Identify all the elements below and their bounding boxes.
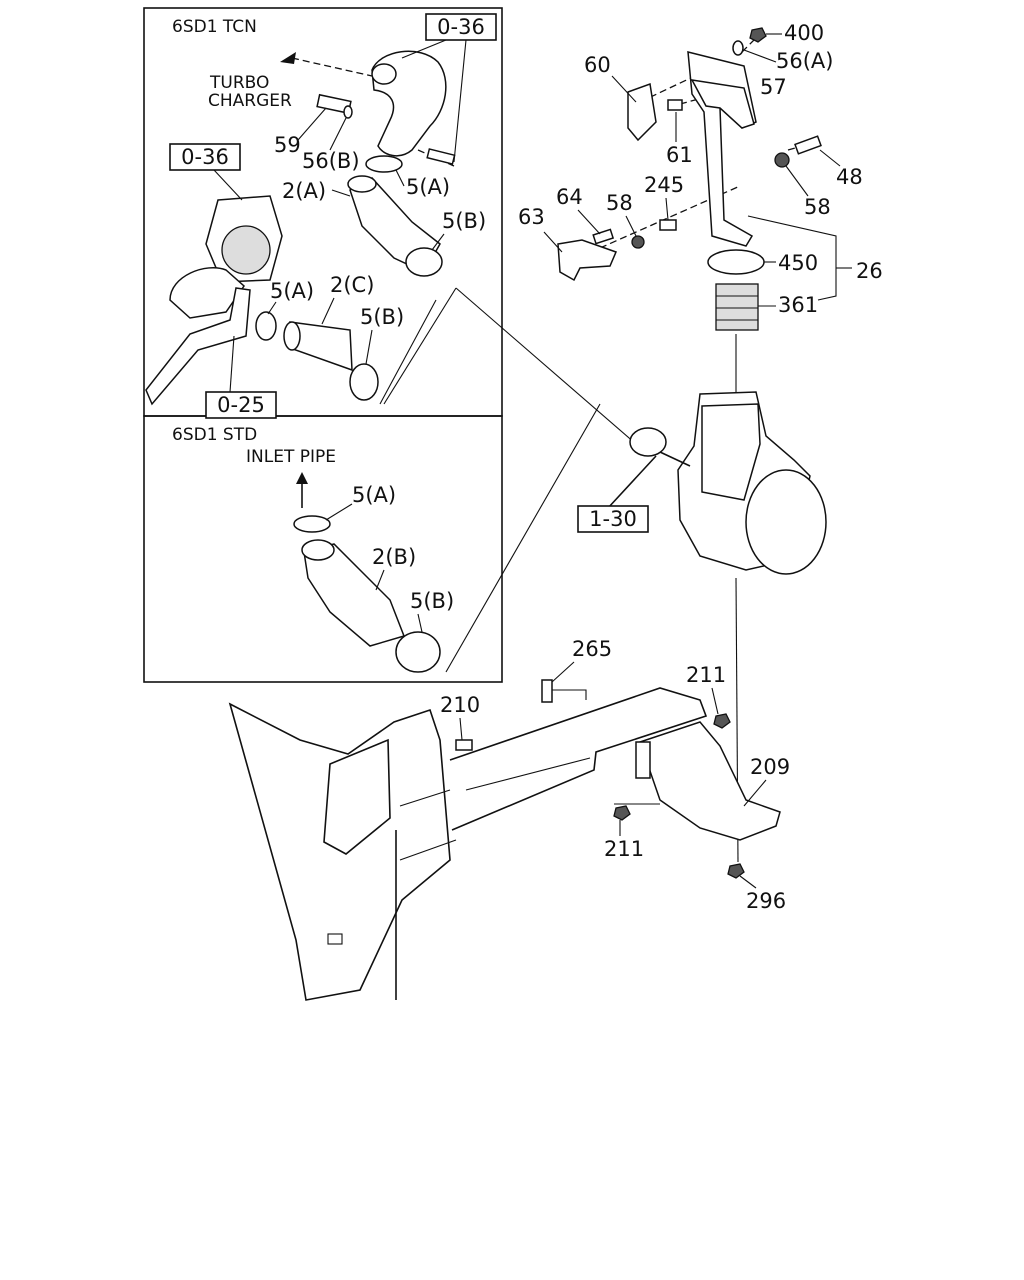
clamp-5a: [365, 155, 403, 173]
callout-56a-top: 56(A): [776, 49, 833, 73]
nut-296: [727, 863, 745, 879]
reference-boxes: 0-36 0-36 0-25 1-30: [169, 13, 649, 533]
labels: 6SD1 TCN 6SD1 STD TURBO CHARGER INLET PI…: [172, 17, 336, 467]
callout-361: 361: [778, 293, 818, 317]
cab-outline: [228, 702, 451, 1001]
callout-5b-lower: 5(B): [360, 305, 404, 329]
callout-26: 26: [856, 259, 883, 283]
filter-element-361: [715, 283, 759, 331]
callout-2a: 2(A): [282, 179, 326, 203]
callout-48: 48: [836, 165, 863, 189]
callout-59: 59: [274, 133, 301, 157]
ref-box-0-36-left: [169, 143, 241, 171]
arrow-icon: [296, 472, 308, 484]
std-parts: [293, 472, 441, 673]
ref-label-0-36-top: 0-36: [437, 15, 485, 39]
callout-210: 210: [440, 693, 480, 717]
callout-2b: 2(B): [372, 545, 416, 569]
std-inset-frame: [143, 415, 503, 683]
callout-57: 57: [760, 75, 787, 99]
turbo-note-line1: TURBO: [209, 73, 269, 93]
callout-5a-lower: 5(A): [270, 279, 314, 303]
ref-label-0-36-left: 0-36: [181, 145, 229, 169]
hose-2b: [303, 543, 405, 647]
callout-58-right: 58: [804, 195, 831, 219]
tcn-parts: [145, 50, 456, 406]
clamp-5a-std: [293, 515, 331, 533]
callout-211-top: 211: [686, 663, 726, 687]
callout-58-mid: 58: [606, 191, 633, 215]
callout-245: 245: [644, 173, 684, 197]
ref-box-0-25: [205, 391, 277, 419]
bolt-64: [592, 228, 615, 245]
washer-58-mid: [631, 235, 645, 249]
callout-5b-tcn: 5(B): [442, 209, 486, 233]
bracket-60: [627, 82, 657, 142]
ref-box-1-30: [577, 505, 649, 533]
inlet-pipe-note: INLET PIPE: [246, 447, 336, 467]
callout-56b: 56(B): [302, 149, 360, 173]
clamp-5b: [405, 247, 443, 277]
clamp-450: [707, 249, 765, 275]
nut-211-bottom: [613, 805, 631, 821]
bolt: [426, 148, 456, 165]
washer-56a: [732, 40, 744, 56]
outlet-pipe: [145, 287, 251, 406]
clamp-5b-lower: [349, 363, 379, 401]
nut-400: [749, 27, 767, 43]
callout-5b-std: 5(B): [410, 589, 454, 613]
callout-211-bottom: 211: [604, 837, 644, 861]
callout-5a-tcn: 5(A): [406, 175, 450, 199]
bolt-210: [455, 739, 473, 751]
inlet-port: [629, 427, 667, 457]
vehicle-frame: [228, 679, 781, 1001]
inset-frames: [143, 7, 503, 683]
callout-209: 209: [750, 755, 790, 779]
clamp-5b-std: [395, 631, 441, 673]
callout-60: 60: [584, 53, 611, 77]
bracket-63: [557, 239, 618, 282]
clamp-5a-lower: [255, 311, 277, 341]
bolt-61: [667, 99, 683, 111]
nut-211-top: [713, 713, 731, 729]
callout-64: 64: [556, 185, 583, 209]
bracket-plate: [635, 741, 651, 779]
bracket-265: [541, 679, 553, 703]
callout-265: 265: [572, 637, 612, 661]
callouts: 400 56(A) 60 57 61 48 58 64 58 245 63 45…: [267, 21, 883, 913]
bolt-48: [794, 135, 822, 155]
callout-2c: 2(C): [330, 273, 374, 297]
ref-label-0-25: 0-25: [217, 393, 265, 417]
tcn-panel-title: 6SD1 TCN: [172, 17, 257, 37]
ref-box-0-36-top: [425, 13, 497, 41]
turbo-note-line2: CHARGER: [208, 91, 292, 111]
callout-450: 450: [778, 251, 818, 275]
callout-61: 61: [666, 143, 693, 167]
arrow-icon: [280, 52, 296, 64]
air-cleaner-cover: [745, 469, 827, 575]
callout-400: 400: [784, 21, 824, 45]
washer-58-right: [774, 152, 790, 168]
spacer-245: [659, 219, 677, 231]
ref-label-1-30: 1-30: [589, 507, 637, 531]
cab-window: [323, 738, 391, 855]
support-bracket-209: [639, 721, 781, 841]
callout-296: 296: [746, 889, 786, 913]
callout-63: 63: [518, 205, 545, 229]
std-panel-title: 6SD1 STD: [172, 425, 257, 445]
callout-5a-std: 5(A): [352, 483, 396, 507]
intake-parts: [557, 27, 827, 575]
